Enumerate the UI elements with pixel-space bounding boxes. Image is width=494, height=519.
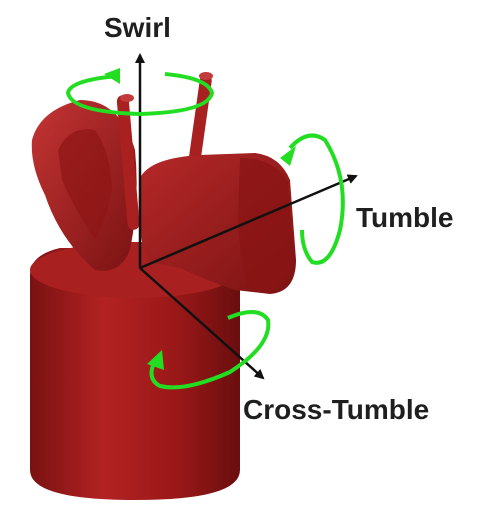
valve-stem-left-cap bbox=[120, 94, 134, 102]
swirl-label: Swirl bbox=[104, 12, 171, 43]
tumble-axis bbox=[139, 174, 358, 270]
exhaust-port bbox=[138, 153, 296, 294]
intake-port bbox=[31, 100, 137, 271]
valve-stem-left bbox=[116, 95, 140, 230]
intake-port-inner bbox=[58, 129, 112, 240]
cross-tumble-label: Cross-Tumble bbox=[243, 394, 430, 425]
tumble-label: Tumble bbox=[356, 202, 454, 233]
tumble-rotation-arrow bbox=[280, 133, 345, 265]
valve-stem-right-cap bbox=[199, 72, 213, 80]
axes bbox=[135, 53, 358, 380]
swirl-rotation-arrow bbox=[65, 68, 215, 117]
rotation-arrows bbox=[65, 68, 345, 390]
cross-tumble-rotation-arrow bbox=[147, 310, 271, 390]
cross-tumble-axis bbox=[139, 267, 265, 380]
exhaust-port-face bbox=[238, 158, 293, 291]
cylinder bbox=[30, 242, 240, 500]
